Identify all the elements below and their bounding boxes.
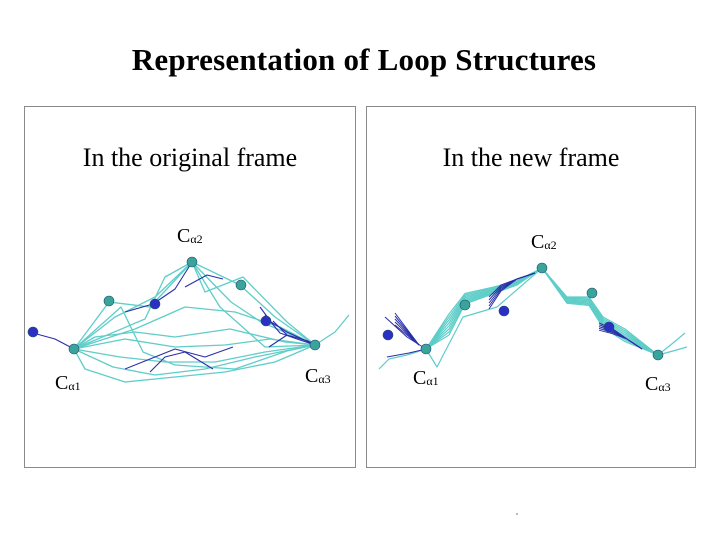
c-alpha-2-label-left: Cα2 (177, 225, 203, 247)
blue-strand-right-14 (598, 329, 643, 350)
loop-strands-left (32, 261, 350, 383)
cyan-strand-right-15 (541, 267, 659, 356)
cyan-strand-left-5 (73, 344, 316, 376)
blue-strand-left-7 (184, 274, 224, 288)
backbone-atom-right-2 (586, 287, 598, 299)
blue-atom-left-1 (27, 326, 39, 338)
blue-atom-left-2 (149, 298, 161, 310)
cyan-strand-right-14 (425, 267, 543, 350)
slide-title: Representation of Loop Structures (131, 42, 597, 77)
c-alpha-2-label-right: Cα2 (531, 231, 557, 253)
stray-dot (516, 513, 518, 515)
c-alpha-1-atom-left (68, 343, 80, 355)
original-frame-loop-diagram (27, 256, 350, 383)
c-alpha-2-atom-left (186, 256, 198, 268)
blue-strand-left-6 (149, 351, 214, 373)
blue-strand-right-16 (386, 348, 427, 358)
cyan-strand-right-3 (541, 267, 659, 356)
blue-atom-left-3 (260, 315, 272, 327)
cyan-strand-left-7 (73, 328, 316, 350)
blue-strand-right-12 (394, 312, 420, 346)
blue-atom-right-3 (603, 321, 615, 333)
blue-strand-right-13 (488, 272, 536, 310)
new-frame-panel: In the new frame Cα2 Cα1 Cα3 (366, 106, 696, 468)
backbone-atom-left-1 (103, 295, 115, 307)
cyan-strand-right-16 (378, 348, 427, 370)
cyan-strand-left-9 (191, 261, 316, 346)
new-frame-loop-diagram (378, 262, 688, 370)
c-alpha-2-atom-right (536, 262, 548, 274)
original-frame-heading: In the original frame (82, 143, 298, 172)
loop-strands-right (378, 267, 688, 370)
c-alpha-3-atom-right (652, 349, 664, 361)
cyan-strand-left-11 (314, 314, 350, 346)
c-alpha-1-label-left: Cα1 (55, 372, 81, 394)
backbone-atom-left-2 (235, 279, 247, 291)
blue-strand-left-8 (268, 334, 288, 348)
c-alpha-1-atom-right (420, 343, 432, 355)
atoms-right (382, 262, 664, 361)
c-alpha-1-label-right: Cα1 (413, 367, 439, 389)
cyan-strand-left-8 (73, 306, 316, 370)
blue-strand-left-1 (124, 261, 193, 313)
blue-atom-right-1 (382, 329, 394, 341)
c-alpha-3-atom-left (309, 339, 321, 351)
backbone-atom-right-1 (459, 299, 471, 311)
atoms-left (27, 256, 321, 355)
cyan-strand-right-19 (425, 267, 543, 368)
c-alpha-3-label-left: Cα3 (305, 365, 331, 387)
cyan-strand-left-4 (73, 306, 316, 350)
cyan-strand-left-10 (73, 344, 316, 383)
original-frame-panel: In the original frame Cα2 Cα1 Cα3 (24, 106, 356, 468)
blue-strand-left-0 (32, 332, 75, 350)
blue-strand-left-5 (124, 346, 234, 370)
cyan-strand-left-3 (73, 344, 316, 363)
c-alpha-3-label-right: Cα3 (645, 373, 671, 395)
blue-strand-right-15 (384, 316, 427, 350)
blue-atom-right-2 (498, 305, 510, 317)
new-frame-heading: In the new frame (442, 143, 620, 172)
cyan-strand-right-17 (657, 332, 686, 356)
